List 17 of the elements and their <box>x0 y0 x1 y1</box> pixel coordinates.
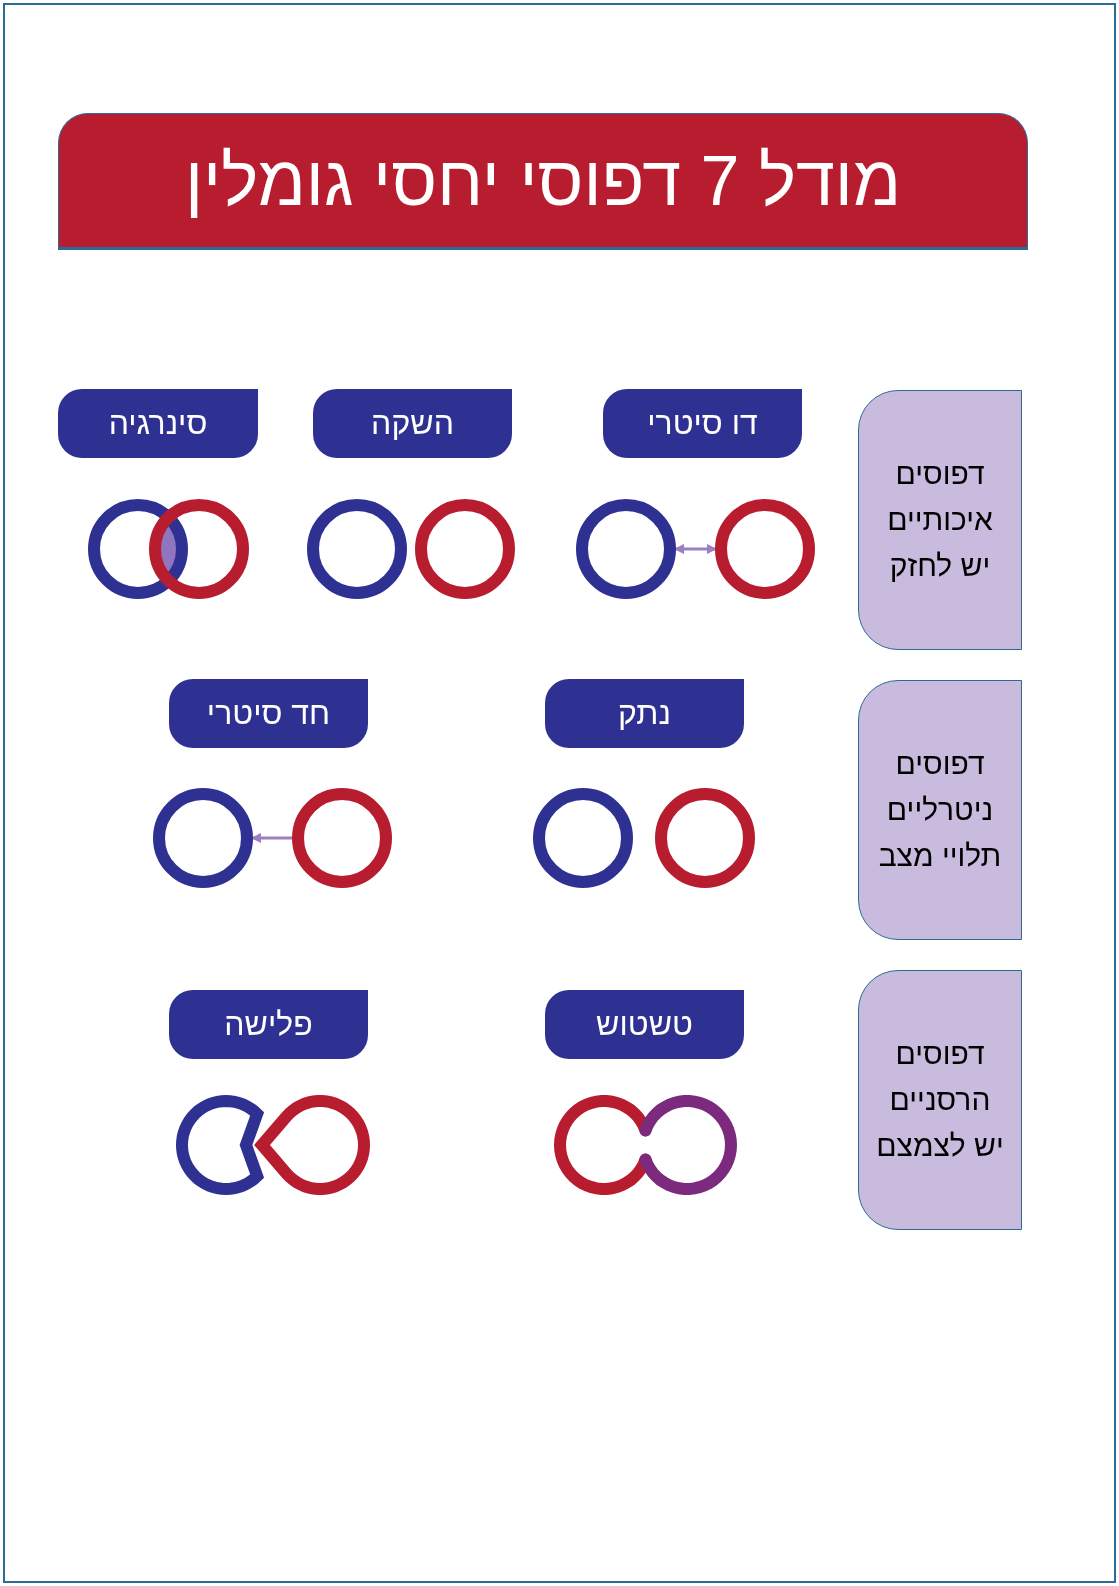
ring <box>292 788 392 888</box>
pattern-tab: סינרגיה <box>58 389 258 458</box>
pattern-tab: דו סיטרי <box>603 389 802 458</box>
arrow <box>673 543 718 555</box>
ring <box>153 788 253 888</box>
ring <box>576 499 676 599</box>
ring <box>715 499 815 599</box>
category-box: דפוסים ניטרליים תלויי מצב <box>858 680 1022 940</box>
category-box: דפוסים איכותיים יש לחזק <box>858 390 1022 650</box>
pattern-tab: נתק <box>545 679 744 748</box>
pattern-tab: השקה <box>313 389 512 458</box>
arrow <box>250 832 292 844</box>
title-banner: מודל 7 דפוסי יחסי גומלין <box>58 113 1028 250</box>
pattern-tab: פלישה <box>169 990 368 1059</box>
pattern-tab: טשטוש <box>545 990 744 1059</box>
pattern-tab: חד סיטרי <box>169 679 368 748</box>
category-box: דפוסים הרסניים יש לצמצם <box>858 970 1022 1230</box>
